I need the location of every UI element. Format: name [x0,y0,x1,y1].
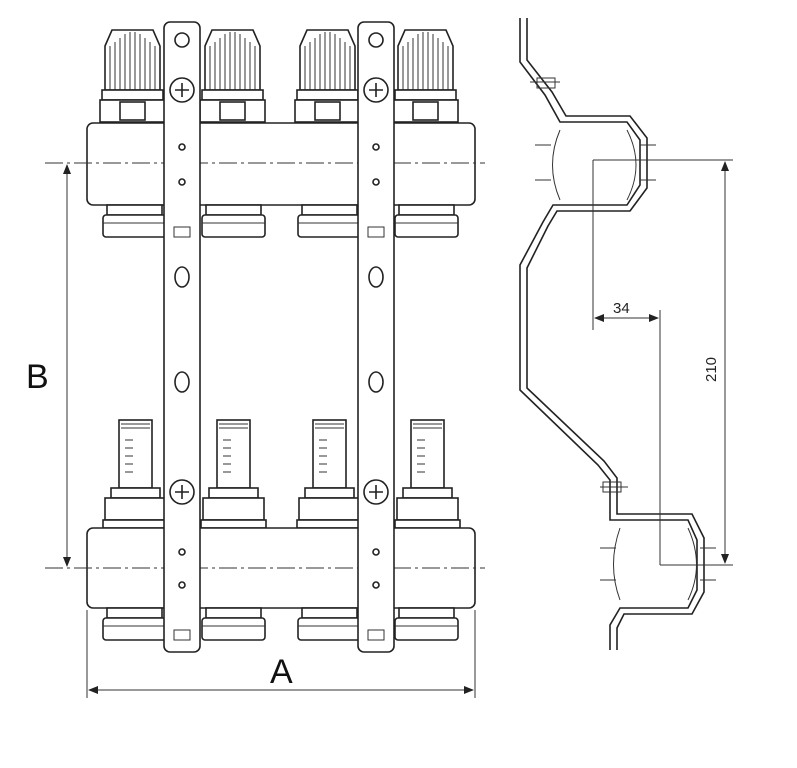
front-view: B A [26,21,485,698]
dimension-b-label: B [26,358,49,396]
dimension-a: A [86,610,476,698]
dimension-b: B [26,164,71,567]
valve-caps [99,29,459,123]
flow-meters [102,419,461,529]
dimension-34-label: 34 [613,300,630,317]
dimension-210: 210 [593,159,733,566]
side-view-bracket: 34 210 [519,18,733,650]
supply-bar [86,122,476,206]
dimension-210-label: 210 [703,357,720,382]
dimension-34: 34 [592,160,661,565]
dimension-a-label: A [270,653,293,691]
